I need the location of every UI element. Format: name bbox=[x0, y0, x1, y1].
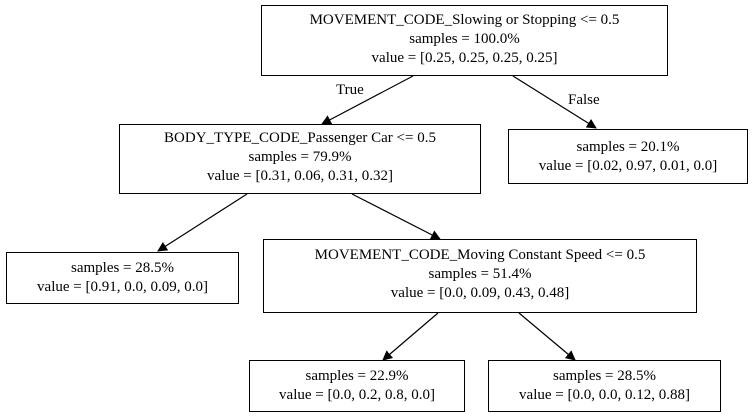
node-condition: MOVEMENT_CODE_Moving Constant Speed <= 0… bbox=[314, 247, 646, 263]
edge-label-false: False bbox=[568, 92, 600, 108]
node-value: value = [0.91, 0.0, 0.09, 0.0] bbox=[37, 279, 208, 295]
edge-n4-to-n5 bbox=[382, 312, 439, 361]
node-value: value = [0.0, 0.09, 0.43, 0.48] bbox=[390, 285, 570, 301]
leaf-node-right: samples = 20.1% value = [0.02, 0.97, 0.0… bbox=[508, 129, 748, 184]
root-node-condition: MOVEMENT_CODE_Slowing or Stopping <= 0.5 bbox=[309, 12, 620, 28]
root-node: MOVEMENT_CODE_Slowing or Stopping <= 0.5… bbox=[261, 5, 668, 76]
node-value: value = [0.02, 0.97, 0.01, 0.0] bbox=[538, 158, 718, 174]
edge-label-true: True bbox=[336, 82, 364, 98]
node-value: value = [0.0, 0.0, 0.12, 0.88] bbox=[519, 387, 690, 403]
node-samples: samples = 22.9% bbox=[305, 368, 409, 384]
node-body-type-passenger-car: BODY_TYPE_CODE_Passenger Car <= 0.5 samp… bbox=[119, 124, 481, 194]
node-samples: samples = 20.1% bbox=[576, 139, 680, 155]
edge-n1-to-n4 bbox=[351, 193, 441, 240]
root-node-samples: samples = 100.0% bbox=[409, 31, 520, 47]
leaf-node-bottom-right: samples = 28.5% value = [0.0, 0.0, 0.12,… bbox=[488, 360, 721, 412]
root-node-value: value = [0.25, 0.25, 0.25, 0.25] bbox=[371, 50, 558, 66]
leaf-node-left: samples = 28.5% value = [0.91, 0.0, 0.09… bbox=[6, 252, 239, 304]
edge-n1-to-n3 bbox=[157, 193, 248, 252]
node-samples: samples = 51.4% bbox=[428, 266, 532, 282]
node-samples: samples = 79.9% bbox=[248, 149, 352, 165]
edge-n4-to-n6 bbox=[518, 312, 576, 361]
edge-root-to-n1 bbox=[321, 75, 414, 125]
leaf-node-bottom-left: samples = 22.9% value = [0.0, 0.2, 0.8, … bbox=[249, 360, 465, 412]
node-value: value = [0.0, 0.2, 0.8, 0.0] bbox=[279, 387, 435, 403]
node-samples: samples = 28.5% bbox=[552, 368, 657, 384]
node-samples: samples = 28.5% bbox=[70, 260, 175, 276]
node-condition: BODY_TYPE_CODE_Passenger Car <= 0.5 bbox=[164, 130, 436, 146]
node-moving-constant-speed: MOVEMENT_CODE_Moving Constant Speed <= 0… bbox=[263, 239, 697, 313]
node-value: value = [0.31, 0.06, 0.31, 0.32] bbox=[207, 168, 393, 184]
edge-root-to-n2 bbox=[512, 75, 597, 129]
